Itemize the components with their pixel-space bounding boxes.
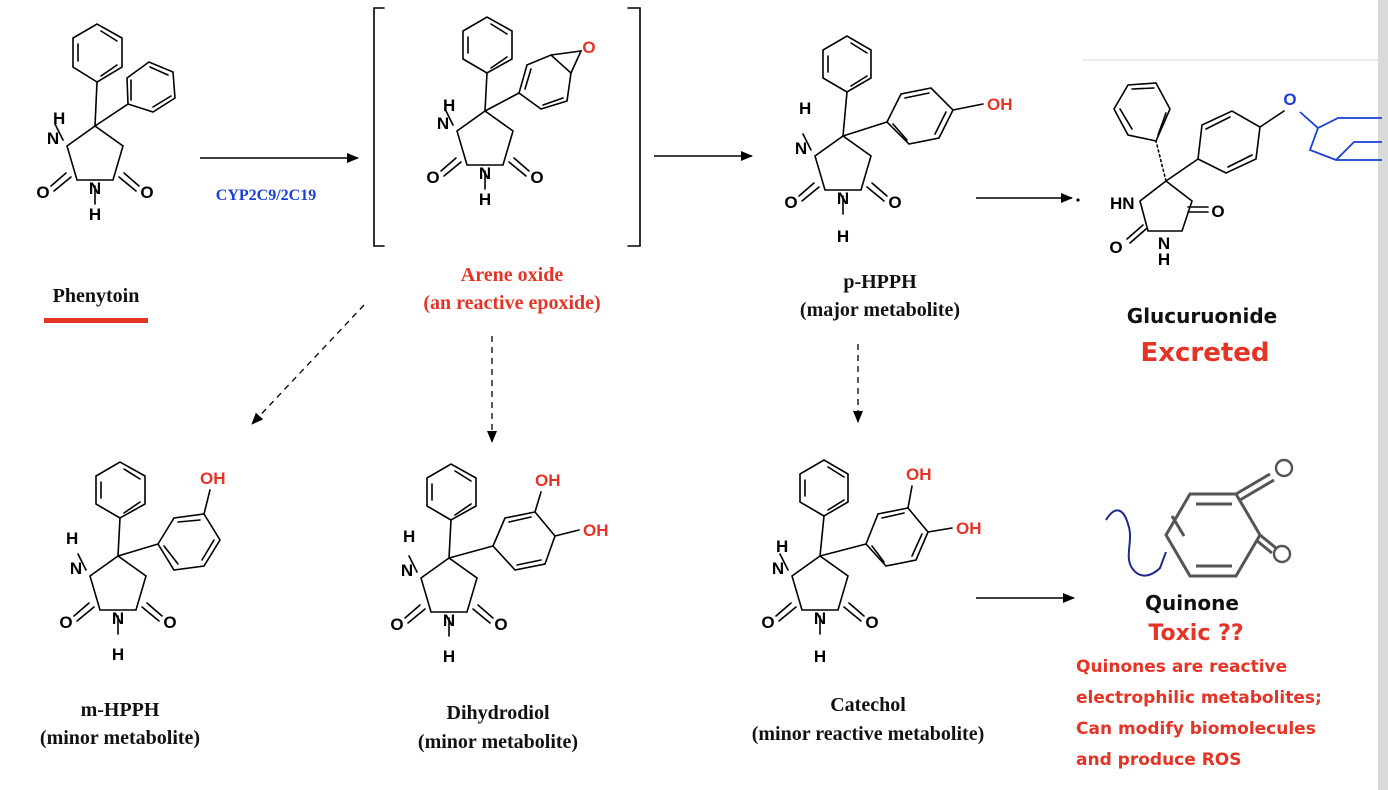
svg-text:H: H — [1158, 250, 1170, 269]
svg-text:H: H — [776, 537, 788, 556]
svg-text:N: N — [112, 609, 124, 628]
svg-text:O: O — [530, 168, 543, 187]
dihydrodiol-structure: H N O O N H OH OH — [390, 463, 609, 666]
svg-text:N: N — [814, 609, 826, 628]
svg-text:O: O — [888, 193, 901, 212]
svg-text:O: O — [761, 613, 774, 632]
svg-text:HN: HN — [1110, 194, 1135, 213]
svg-text:H: H — [479, 190, 491, 209]
dashed-arrow-to-m-hpph — [251, 304, 365, 425]
svg-text:H: H — [66, 529, 78, 548]
svg-text:H: H — [112, 645, 124, 664]
svg-text:N: N — [1158, 234, 1170, 253]
catechol-structure: H N O O N H OH OH — [761, 459, 982, 666]
dihydrodiol-label: Dihydrodiol — [447, 702, 550, 724]
right-edge-shade — [1378, 0, 1388, 790]
phenytoin-label: Phenytoin — [53, 285, 140, 307]
svg-text:O: O — [59, 613, 72, 632]
p-hpph-note: (major metabolite) — [800, 299, 960, 321]
arene-oxide-note: (an reactive epoxide) — [423, 292, 600, 314]
svg-text:O: O — [36, 183, 49, 202]
svg-text:H: H — [837, 227, 849, 246]
svg-text:O: O — [140, 183, 153, 202]
svg-text:O: O — [865, 613, 878, 632]
phenytoin-structure: H N O O N H — [36, 23, 176, 224]
quinone-label: Quinone — [1145, 591, 1239, 615]
svg-text:OH: OH — [956, 519, 982, 538]
svg-text:H: H — [403, 527, 415, 546]
sugar-ring — [1299, 111, 1382, 161]
svg-text:OH: OH — [200, 469, 226, 488]
svg-text:N: N — [772, 559, 784, 578]
svg-text:O: O — [390, 615, 403, 634]
svg-text:H: H — [443, 647, 455, 666]
arene-oxide-label: Arene oxide — [461, 264, 564, 286]
svg-text:N: N — [479, 164, 491, 183]
svg-text:N: N — [70, 559, 82, 578]
svg-text:O: O — [582, 38, 595, 57]
quinone-fate: Toxic ?? — [1148, 621, 1243, 646]
svg-text:H: H — [814, 647, 826, 666]
arene-oxide-structure: H N O O N H O — [426, 16, 596, 209]
quinone-note-line-4: and produce ROS — [1076, 750, 1241, 770]
p-hpph-structure: H N O O N H OH — [784, 35, 1013, 246]
glucuronide-fate: Excreted — [1140, 338, 1269, 368]
svg-text:N: N — [837, 189, 849, 208]
svg-text:N: N — [795, 139, 807, 158]
quinone-note-line-3: Can modify biomolecules — [1076, 719, 1316, 739]
quinone-note-line-2: electrophilic metabolites; — [1076, 688, 1322, 708]
svg-text:N: N — [437, 114, 449, 133]
svg-text:OH: OH — [535, 471, 561, 490]
svg-text:OH: OH — [583, 521, 609, 540]
svg-text:OH: OH — [906, 465, 932, 484]
svg-text:O: O — [163, 613, 176, 632]
p-hpph-label: p-HPPH — [843, 271, 917, 293]
enzyme-label: CYP2C9/2C19 — [216, 187, 316, 204]
catechol-note: (minor reactive metabolite) — [752, 723, 985, 745]
svg-text:OH: OH — [987, 95, 1013, 114]
catechol-label: Catechol — [830, 694, 906, 716]
dot-marker — [1076, 198, 1080, 202]
svg-text:O: O — [1211, 202, 1224, 221]
svg-text:N: N — [89, 179, 101, 198]
phenytoin-underline — [44, 318, 148, 323]
brackets — [373, 7, 641, 247]
glucuronide-structure: HN O O N H O — [1109, 82, 1297, 269]
svg-text:H: H — [53, 109, 65, 128]
wavy-attachment — [1105, 509, 1167, 577]
svg-text:H: H — [443, 96, 455, 115]
svg-text:H: H — [799, 99, 811, 118]
svg-text:O: O — [494, 615, 507, 634]
quinone-note-line-1: Quinones are reactive — [1076, 657, 1287, 677]
m-hpph-label: m-HPPH — [81, 699, 160, 721]
svg-text:O: O — [1283, 90, 1296, 109]
svg-text:O: O — [1109, 238, 1122, 257]
quinone-structure — [1105, 458, 1294, 578]
svg-text:O: O — [426, 168, 439, 187]
svg-text:O: O — [784, 193, 797, 212]
m-hpph-note: (minor metabolite) — [40, 727, 200, 749]
dihydrodiol-note: (minor metabolite) — [418, 731, 578, 753]
svg-text:H: H — [89, 205, 101, 224]
glucuronide-label: Glucuruonide — [1127, 304, 1277, 328]
svg-text:N: N — [401, 561, 413, 580]
svg-text:N: N — [443, 611, 455, 630]
svg-text:N: N — [47, 129, 59, 148]
m-hpph-structure: H N O O N H OH — [59, 461, 226, 664]
